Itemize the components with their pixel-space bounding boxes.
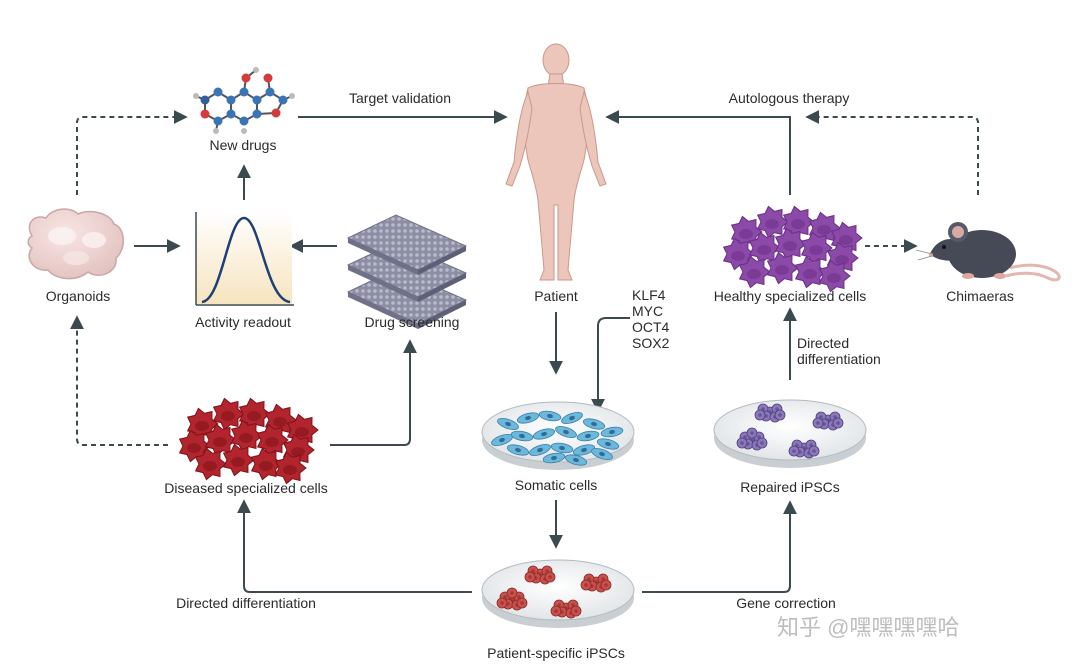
factor-oct4: OCT4: [632, 319, 670, 335]
healthy-cells-icon: [722, 205, 863, 293]
arrows-solid: [134, 110, 797, 593]
arrow-organoids-to-drugs: [76, 110, 188, 195]
factor-sox2: SOX2: [632, 335, 670, 351]
label-patient: Patient: [534, 288, 578, 304]
label-target-validation: Target validation: [349, 90, 451, 106]
label-repaired-ipscs: Repaired iPSCs: [740, 479, 840, 495]
label-activity-readout: Activity readout: [195, 314, 291, 330]
organoid-icon: [27, 208, 124, 280]
factor-myc: MYC: [632, 303, 664, 319]
label-patient-ipscs: Patient-specific iPSCs: [487, 645, 625, 661]
label-diseased-cells: Diseased specialized cells: [164, 480, 328, 496]
label-new-drugs: New drugs: [209, 137, 277, 153]
patient-figure-icon: [505, 43, 607, 281]
somatic-dish-icon: [481, 401, 635, 470]
label-drug-screening: Drug screening: [364, 314, 460, 330]
label-autologous-therapy: Autologous therapy: [728, 90, 850, 106]
molecule-icon: [193, 67, 295, 134]
reprogramming-factors: KLF4 MYC OCT4 SOX2: [632, 287, 669, 351]
label-gene-correction: Gene correction: [736, 595, 836, 611]
screening-plates-icon: [346, 214, 468, 329]
label-healthy-cells: Healthy specialized cells: [713, 288, 867, 304]
arrow-ipscs-to-diseased: [237, 499, 472, 593]
label-organoids: Organoids: [45, 288, 111, 304]
label-directed-diff-right-1: Directed: [797, 335, 850, 351]
arrow-ipscs-to-repaired: [642, 500, 797, 593]
factor-klf4: KLF4: [632, 287, 666, 303]
repaired-dish-icon: [713, 399, 867, 468]
label-chimaeras: Chimaeras: [946, 288, 1014, 304]
label-directed-diff-right-2: differentiation: [797, 351, 881, 367]
arrow-factors: [591, 317, 630, 413]
watermark: 知乎 @嘿嘿嘿嘿哈: [777, 615, 960, 640]
arrow-therapy: [605, 110, 791, 195]
arrow-diseased-to-screening: [330, 339, 417, 446]
arrow-diseased-to-organoids: [70, 315, 168, 446]
diseased-cells-icon: [178, 397, 319, 485]
activity-curve-icon: [195, 212, 294, 306]
arrows-dashed: [70, 110, 979, 446]
label-directed-diff-left: Directed differentiation: [176, 595, 316, 611]
label-somatic-cells: Somatic cells: [514, 477, 598, 493]
ipsc-dish-icon: [481, 559, 635, 628]
mouse-icon: [915, 222, 1061, 282]
arrow-chimaeras-to-therapy: [805, 110, 979, 195]
